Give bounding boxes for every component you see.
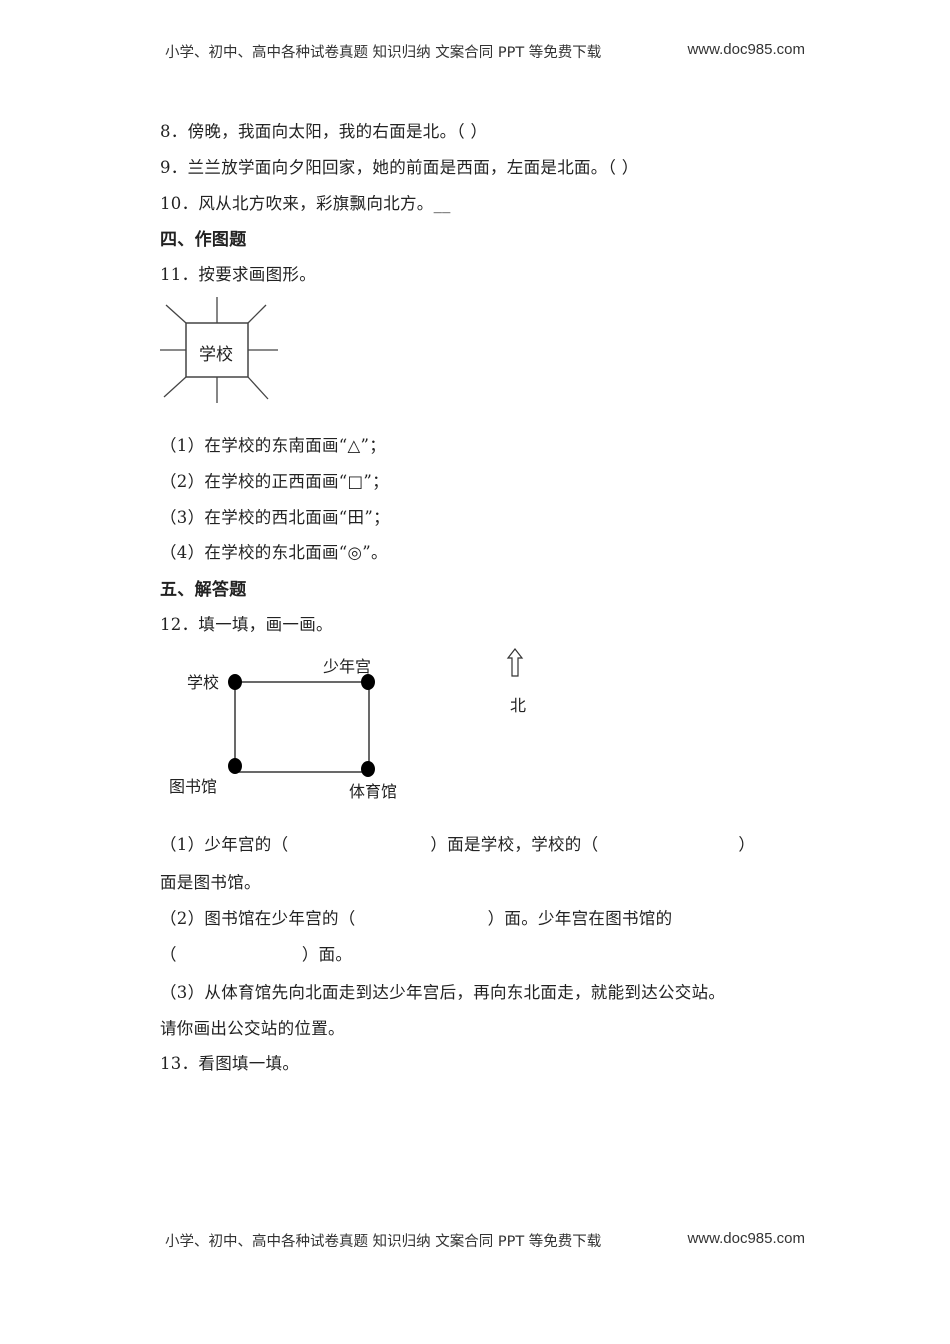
section-title-answer: 五、解答题 [160,580,247,600]
page-footer: 小学、初中、高中各种试卷真题 知识归纳 文案合同 PPT 等免费下载 www.d… [165,1230,805,1251]
question-9: 9．兰兰放学面向夕阳回家，她的前面是西面，左面是北面。（ ） [160,158,639,177]
q12-item-1-line1: （1）少年宫的（ ）面是学校，学校的（ ） [160,831,755,855]
page-header: 小学、初中、高中各种试卷真题 知识归纳 文案合同 PPT 等免费下载 www.d… [165,41,805,62]
school-label: 学校 [199,345,233,365]
question-12: 12．填一填，画一画。 [160,615,333,634]
q12-item-2-line1: （2）图书馆在少年宫的（ ）面。少年宫在图书馆的 [160,905,672,929]
q12-1-part-a: （1）少年宫的（ [160,835,289,854]
map-label-school: 学校 [187,673,220,692]
q12-1-part-c: ） [738,835,756,854]
section-title-drawing: 四、作图题 [160,230,247,250]
question-8: 8．傍晚，我面向太阳，我的右面是北。（ ） [160,122,488,141]
q12-item-1-line2: 面是图书馆。 [160,873,261,892]
question-10: 10．风从北方吹来，彩旗飘向北方。__ [160,194,451,213]
q12-item-3-line2: 请你画出公交站的位置。 [160,1019,345,1038]
question-13: 13．看图填一填。 [160,1054,300,1073]
q11-item-3: （3）在学校的西北面画“田”； [160,508,390,527]
school-direction-diagram [160,297,278,403]
header-url[interactable]: www.doc985.com [687,41,805,58]
north-arrow-icon [506,648,524,677]
header-text: 小学、初中、高中各种试卷真题 知识归纳 文案合同 PPT 等免费下载 [165,45,602,61]
footer-text: 小学、初中、高中各种试卷真题 知识归纳 文案合同 PPT 等免费下载 [165,1234,602,1250]
map-label-youth-palace: 少年宫 [323,657,372,676]
q12-2-part-b: ）面。少年宫在图书馆的 [487,909,673,928]
map-label-gym: 体育馆 [349,782,398,801]
q12-2-part-a: （2）图书馆在少年宫的（ [160,909,356,928]
q12-item-2-line2: （ ）面。 [160,941,352,965]
q12-2-part-c: （ [160,945,177,964]
q12-2-part-d: ）面。 [301,945,353,964]
north-label: 北 [510,696,527,715]
q12-1-part-b: ）面是学校，学校的（ [430,835,599,854]
q12-item-3-line1: （3）从体育馆先向北面走到达少年宫后，再向东北面走，就能到达公交站。 [160,983,726,1002]
q11-item-4: （4）在学校的东北面画“◎”。 [160,543,388,562]
question-11: 11．按要求画图形。 [160,265,316,284]
footer-url[interactable]: www.doc985.com [687,1230,805,1247]
q11-item-1: （1）在学校的东南面画“△”； [160,436,387,455]
q11-item-2: （2）在学校的正西面画“□”； [160,472,389,491]
map-label-library: 图书馆 [169,777,218,796]
q12-map-diagram [228,674,375,777]
